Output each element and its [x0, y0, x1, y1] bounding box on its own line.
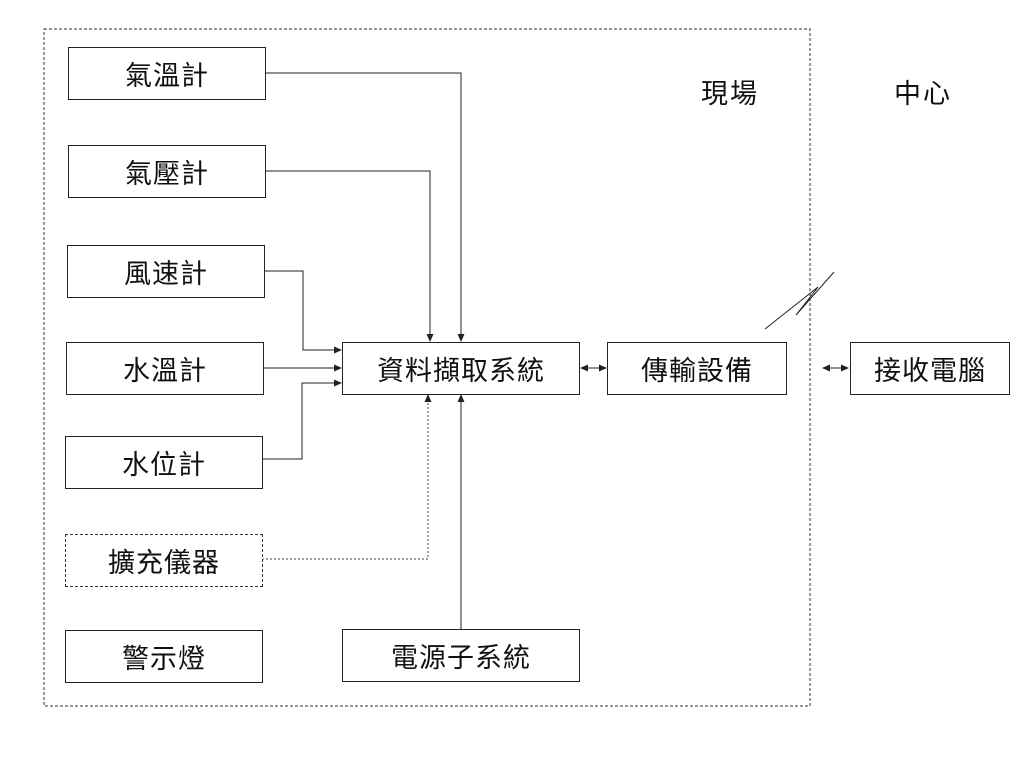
- site-boundary: [43, 28, 811, 707]
- wind-speed-gauge: 風速計: [67, 245, 265, 298]
- site-zone-label: 現場: [701, 79, 759, 110]
- connector-air-temp: [265, 72, 465, 342]
- air-temperature-gauge: 氣溫計: [68, 47, 266, 100]
- expansion-instrument: 擴充儀器: [65, 534, 263, 587]
- connector-expansion: [262, 394, 432, 560]
- connector-water-level: [262, 379, 342, 460]
- connector-air-pressure: [265, 170, 434, 342]
- water-level-gauge: 水位計: [65, 436, 263, 489]
- air-pressure-gauge: 氣壓計: [68, 145, 266, 198]
- wireless-link-icon: [764, 271, 835, 330]
- warning-light: 警示燈: [65, 630, 263, 683]
- data-acquisition-system: 資料擷取系統: [342, 342, 580, 395]
- center-zone-label: 中心: [894, 79, 952, 110]
- transmission-equipment: 傳輸設備: [607, 342, 787, 395]
- receiving-computer: 接收電腦: [850, 342, 1010, 395]
- water-temperature-gauge: 水溫計: [66, 342, 264, 395]
- connector-wind-speed: [264, 270, 342, 354]
- power-subsystem: 電源子系統: [342, 629, 580, 682]
